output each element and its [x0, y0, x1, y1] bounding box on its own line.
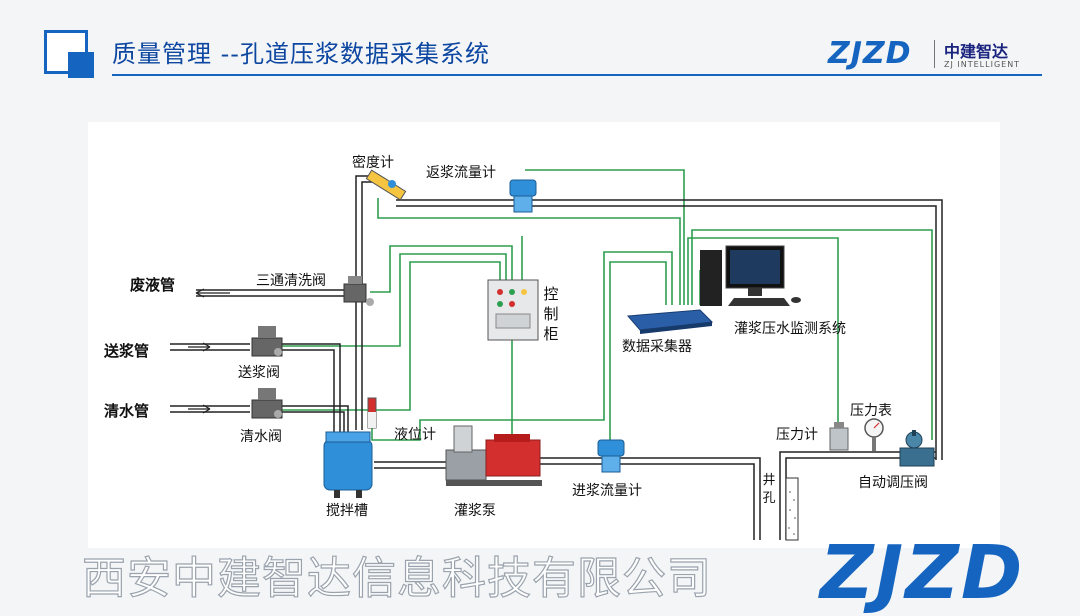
control-cabinet-icon — [487, 279, 539, 341]
label-well-hole: 井孔 — [762, 473, 776, 506]
pipes — [170, 175, 943, 540]
header-divider — [112, 74, 1042, 76]
label-auto-valve: 自动调压阀 — [858, 475, 928, 491]
label-pressure-meter: 压力计 — [776, 427, 818, 443]
grout-pump-icon — [445, 425, 542, 486]
flow-arrows — [188, 288, 230, 414]
diagram-panel — [88, 122, 1000, 548]
label-mixer-tank: 搅拌槽 — [326, 503, 368, 519]
label-water-valve: 清水阀 — [240, 429, 282, 445]
auto-valve-icon — [899, 430, 935, 467]
level-meter-icon — [367, 397, 377, 429]
label-inlet-flowmeter: 进浆流量计 — [572, 483, 642, 499]
feed-arrow-icon — [188, 342, 211, 352]
label-level-meter: 液位计 — [394, 427, 436, 443]
label-feed-valve: 送浆阀 — [238, 365, 280, 381]
header-logo-square-fill — [68, 52, 94, 78]
brand-name-cn: 中建智达 — [944, 42, 1009, 61]
pressure-gauge-icon — [864, 418, 884, 451]
label-density-meter: 密度计 — [352, 155, 394, 171]
pressure-meter-icon — [829, 422, 849, 451]
brand-separator — [934, 40, 935, 68]
label-pressure-gauge: 压力表 — [850, 403, 892, 419]
feed-valve-icon — [251, 326, 283, 357]
return-flowmeter-icon — [509, 179, 537, 213]
label-waste-pipe: 废液管 — [130, 276, 176, 294]
signal-feed-valve — [269, 253, 507, 347]
signal-three-way — [370, 245, 513, 293]
label-three-way-valve: 三通清洗阀 — [256, 273, 326, 289]
density-meter-icon — [365, 169, 407, 201]
signal-return-flow — [525, 169, 685, 305]
signal-auto-valve — [691, 229, 933, 440]
label-data-collector: 数据采集器 — [622, 339, 692, 355]
signal-pressure-meter — [687, 237, 839, 430]
water-valve-icon — [251, 388, 283, 419]
label-return-flowmeter: 返浆流量计 — [426, 165, 496, 181]
signal-inlet-flow — [609, 261, 667, 452]
brand-logo-mark: ZJZD — [828, 36, 912, 71]
inlet-flowmeter-icon — [597, 439, 625, 473]
waste-arrow-icon — [195, 288, 230, 298]
slide-header: 质量管理 --孔道压浆数据采集系统 ZJZD 中建智达 ZJ INTELLIGE… — [0, 0, 1080, 80]
computer-icon — [700, 245, 801, 306]
label-monitor-system: 灌浆压水监测系统 — [734, 321, 846, 337]
label-control-cabinet: 控制柜 — [543, 285, 559, 343]
brand-name-en: ZJ INTELLIGENT — [944, 60, 1021, 69]
signal-density — [377, 198, 681, 305]
label-water-pipe: 清水管 — [104, 402, 150, 420]
footer-company-name: 西安中建智达信息科技有限公司 — [81, 552, 712, 604]
label-grout-pump: 灌浆泵 — [454, 503, 496, 519]
mixer-tank-icon — [323, 431, 373, 498]
label-feed-pipe: 送浆管 — [104, 342, 150, 360]
footer-brand-logo: ZJZD — [820, 530, 1025, 616]
data-collector-icon — [626, 309, 714, 334]
water-arrow-icon — [188, 404, 211, 414]
three-way-valve-icon — [343, 276, 374, 306]
well-hole-icon — [785, 477, 799, 541]
page-title: 质量管理 --孔道压浆数据采集系统 — [112, 40, 490, 68]
